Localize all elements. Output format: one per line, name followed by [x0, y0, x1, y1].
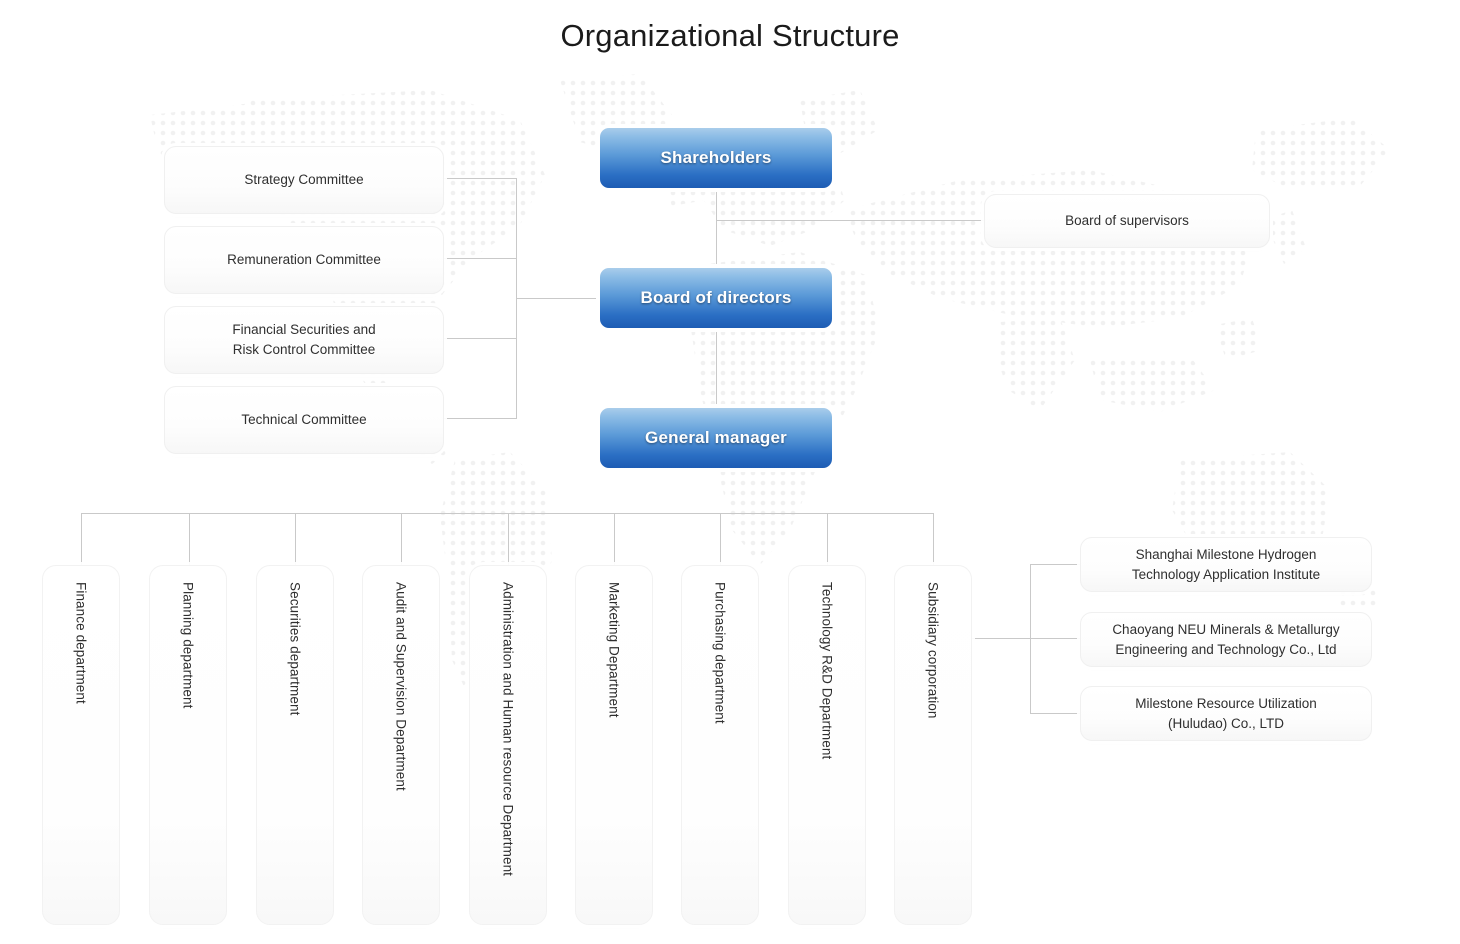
- node-shanghai-milestone-label-line2: Technology Application Institute: [1131, 566, 1321, 582]
- connector-board-to-committee-bus: [516, 298, 600, 299]
- connector-drop-finance: [81, 513, 82, 565]
- connector-drop-subsidiary: [933, 513, 934, 565]
- connector-drop-administration: [508, 513, 509, 565]
- page-title: Organizational Structure: [560, 18, 900, 53]
- connector-board-to-general-manager: [716, 328, 717, 410]
- connector-technical-committee: [444, 418, 517, 419]
- connector-milestone-huludao: [1030, 713, 1080, 714]
- node-strategy-committee-label: Strategy Committee: [244, 172, 364, 188]
- node-audit-supervision-department[interactable]: Audit and Supervision Department: [362, 565, 440, 925]
- node-strategy-committee[interactable]: Strategy Committee: [164, 146, 444, 214]
- node-financial-securities-committee-label-line1: Financial Securities and: [232, 322, 376, 338]
- node-subsidiary-corporation-label: Subsidiary corporation: [925, 582, 941, 719]
- node-milestone-huludao-label-line2: (Huludao) Co., LTD: [1167, 715, 1285, 731]
- connector-drop-marketing: [614, 513, 615, 565]
- connector-shanghai-milestone: [1030, 564, 1080, 565]
- connector-drop-technology: [827, 513, 828, 565]
- node-technology-rd-department-label: Technology R&D Department: [819, 582, 835, 760]
- connector-drop-planning: [189, 513, 190, 565]
- node-marketing-department-label: Marketing Department: [606, 582, 622, 718]
- node-milestone-huludao[interactable]: Milestone Resource Utilization (Huludao)…: [1080, 686, 1372, 741]
- connector-shareholders-to-board: [716, 188, 717, 270]
- node-shanghai-milestone[interactable]: Shanghai Milestone Hydrogen Technology A…: [1080, 537, 1372, 592]
- node-financial-securities-committee[interactable]: Financial Securities and Risk Control Co…: [164, 306, 444, 374]
- connector-strategy-committee: [444, 178, 517, 179]
- node-planning-department-label: Planning department: [180, 582, 196, 709]
- connector-drop-purchasing: [720, 513, 721, 565]
- committee-vertical-bus: [516, 178, 517, 419]
- node-financial-securities-committee-label-line2: Risk Control Committee: [232, 342, 376, 357]
- node-finance-department-label: Finance department: [73, 582, 89, 704]
- node-shareholders[interactable]: Shareholders: [600, 128, 832, 188]
- departments-horizontal-bus: [81, 513, 933, 514]
- node-general-manager-label: General manager: [645, 428, 787, 447]
- node-technical-committee[interactable]: Technical Committee: [164, 386, 444, 454]
- node-technical-committee-label: Technical Committee: [241, 412, 367, 428]
- node-technology-rd-department[interactable]: Technology R&D Department: [788, 565, 866, 925]
- node-securities-department-label: Securities department: [287, 582, 303, 716]
- node-shanghai-milestone-label-line1: Shanghai Milestone Hydrogen: [1135, 546, 1317, 562]
- node-finance-department[interactable]: Finance department: [42, 565, 120, 925]
- node-chaoyang-neu[interactable]: Chaoyang NEU Minerals & Metallurgy Engin…: [1080, 612, 1372, 667]
- node-planning-department[interactable]: Planning department: [149, 565, 227, 925]
- connector-shareholders-to-supervisors: [716, 220, 984, 221]
- connector-chaoyang-neu: [1030, 638, 1080, 639]
- node-audit-supervision-department-label: Audit and Supervision Department: [393, 582, 409, 791]
- node-shareholders-label: Shareholders: [660, 148, 772, 167]
- node-purchasing-department[interactable]: Purchasing department: [681, 565, 759, 925]
- connector-drop-audit: [401, 513, 402, 565]
- node-chaoyang-neu-label-line2: Engineering and Technology Co., Ltd: [1115, 641, 1337, 657]
- node-chaoyang-neu-label-line1: Chaoyang NEU Minerals & Metallurgy: [1112, 621, 1340, 637]
- node-securities-department[interactable]: Securities department: [256, 565, 334, 925]
- node-purchasing-department-label: Purchasing department: [712, 582, 728, 724]
- node-marketing-department[interactable]: Marketing Department: [575, 565, 653, 925]
- node-board-of-supervisors[interactable]: Board of supervisors: [984, 194, 1270, 248]
- node-administration-hr-department-label: Administration and Human resource Depart…: [500, 582, 516, 877]
- node-administration-hr-department[interactable]: Administration and Human resource Depart…: [469, 565, 547, 925]
- node-board-of-directors[interactable]: Board of directors: [600, 268, 832, 328]
- connector-subsidiary-to-bus: [968, 638, 1031, 639]
- node-subsidiary-corporation[interactable]: Subsidiary corporation: [894, 565, 972, 925]
- node-board-of-directors-label: Board of directors: [640, 288, 792, 307]
- node-board-of-supervisors-label: Board of supervisors: [1065, 213, 1189, 229]
- connector-drop-securities: [295, 513, 296, 565]
- connector-financial-securities-committee: [444, 338, 517, 339]
- node-general-manager[interactable]: General manager: [600, 408, 832, 468]
- connector-remuneration-committee: [444, 258, 517, 259]
- node-milestone-huludao-label-line1: Milestone Resource Utilization: [1135, 695, 1317, 711]
- node-remuneration-committee-label: Remuneration Committee: [227, 252, 381, 268]
- node-remuneration-committee[interactable]: Remuneration Committee: [164, 226, 444, 294]
